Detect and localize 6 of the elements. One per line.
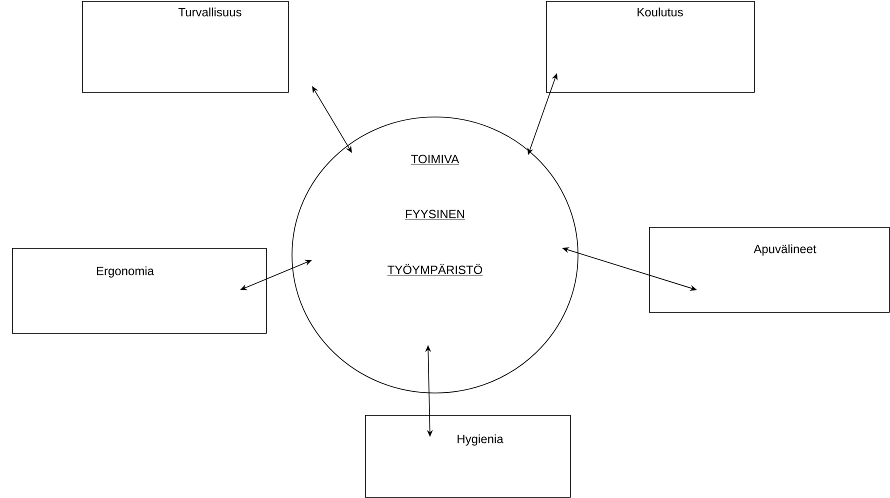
arrow <box>312 86 352 153</box>
text-box: Hygienia <box>365 415 571 498</box>
text-box: Ergonomia <box>12 248 267 334</box>
text-box: Turvallisuus <box>82 1 289 93</box>
text-box: Apuvälineet <box>649 227 890 313</box>
text-box: Koulutus <box>546 1 755 93</box>
